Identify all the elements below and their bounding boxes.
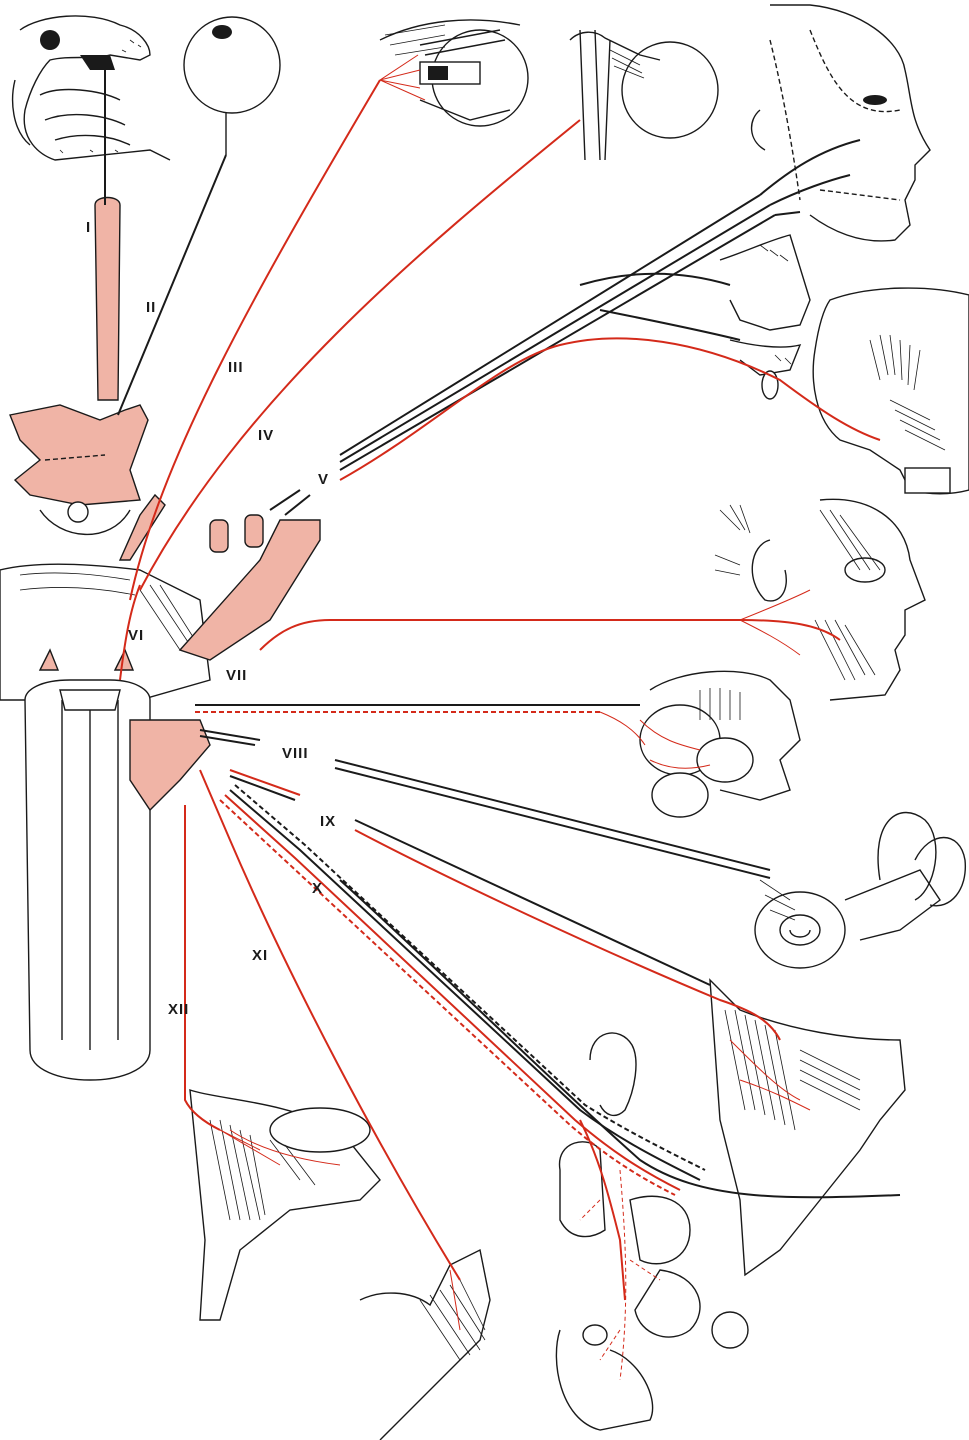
nerve-line-iv xyxy=(140,120,580,590)
nerve-line-xii xyxy=(185,805,280,1165)
optic-chiasm xyxy=(10,405,148,534)
pharynx-muscles-illustration xyxy=(710,980,905,1275)
nerve-line-xi xyxy=(200,770,460,1280)
label-viii: VIII xyxy=(282,745,309,762)
label-ii: II xyxy=(146,299,156,316)
label-iii: III xyxy=(228,359,244,376)
thoracic-abdominal-organs-illustration xyxy=(556,1142,748,1430)
face-profile-illustration-v xyxy=(752,5,930,241)
trigeminal-root xyxy=(180,515,320,660)
eye-superior-oblique-illustration-iv xyxy=(570,30,718,160)
label-ix: IX xyxy=(320,813,336,830)
label-v: V xyxy=(318,471,329,488)
nerve-line-iii xyxy=(130,55,425,600)
nerve-line-vii xyxy=(195,590,840,745)
inner-ear-illustration xyxy=(755,813,965,969)
eyeball-illustration xyxy=(184,17,280,155)
label-vi: VI xyxy=(128,627,144,644)
label-i: I xyxy=(86,219,91,236)
nerve-line-x xyxy=(220,785,900,1300)
olfactory-bulb-tract xyxy=(95,198,120,401)
label-x: X xyxy=(312,880,323,897)
label-vii: VII xyxy=(226,667,247,684)
tongue-muscles-illustration xyxy=(190,1090,380,1320)
nerve-line-ii xyxy=(118,155,226,415)
label-xi: XI xyxy=(252,947,268,964)
eye-muscles-illustration-iii xyxy=(380,20,528,126)
nasal-oral-section-illustration xyxy=(720,235,810,399)
neck-shoulder-muscles-illustration xyxy=(360,1250,490,1440)
label-xii: XII xyxy=(168,1001,189,1018)
label-iv: IV xyxy=(258,427,274,444)
nasal-cavity-illustration xyxy=(13,16,170,160)
face-muscles-illustration-vii xyxy=(715,499,925,700)
skull-muscles-illustration xyxy=(813,288,969,494)
salivary-glands-illustration xyxy=(640,671,800,817)
ear-outline-illustration xyxy=(590,1033,636,1115)
